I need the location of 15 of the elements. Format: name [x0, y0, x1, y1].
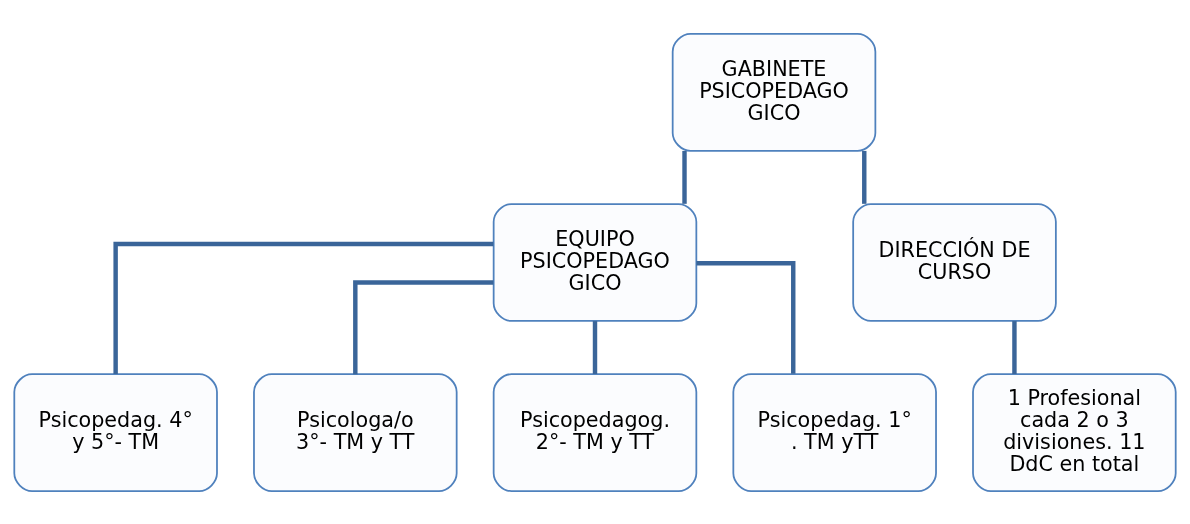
node-box: GABINETE PSICOPEDAGO GICO	[671, 32, 877, 152]
connector	[696, 260, 796, 374]
node-box: 1 Profesional cada 2 o 3 divisiones. 11 DdC en total	[972, 372, 1177, 492]
node-box: Psicologa/o 3°- TM y TT	[253, 372, 458, 492]
connector	[113, 241, 494, 374]
connector	[682, 150, 687, 204]
connector	[592, 320, 598, 374]
node-box: Psicopedag. 1° . TM yTT	[732, 372, 937, 492]
node-box: Psicopedag. 4° y 5°- TM	[13, 372, 218, 492]
node-box: Psicopedagog. 2°- TM y TT	[492, 372, 698, 492]
connector	[862, 150, 867, 204]
connector	[1012, 320, 1017, 374]
node-box: EQUIPO PSICOPEDAGO GICO	[492, 202, 698, 322]
connector	[353, 279, 494, 374]
node-box: DIRECCIÓN DE CURSO	[852, 202, 1057, 322]
